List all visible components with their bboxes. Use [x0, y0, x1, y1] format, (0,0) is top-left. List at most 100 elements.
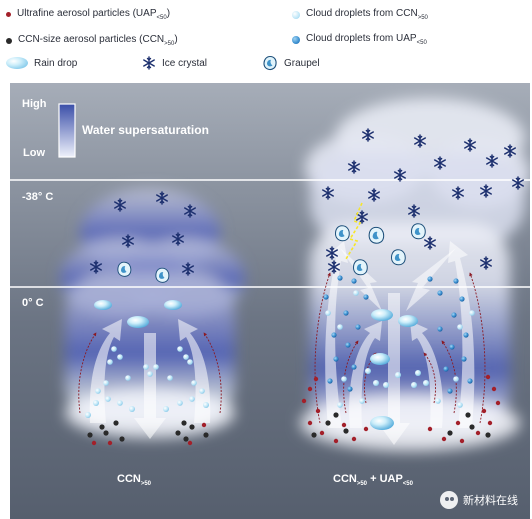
ice-crystal — [172, 232, 184, 246]
uap-particle — [441, 436, 447, 442]
right-caption-sub2: <50 — [402, 481, 413, 487]
aerosol-track — [343, 340, 359, 414]
uap-droplet — [461, 356, 467, 362]
scale-high-label: High — [22, 98, 47, 110]
legend-ccn-sub: >50 — [164, 41, 175, 47]
uap-droplet — [331, 332, 337, 338]
left-caption: CCN>50 — [117, 473, 151, 487]
uap-particle — [487, 420, 493, 426]
uap-droplet — [333, 356, 339, 362]
ice-crystal — [368, 188, 380, 202]
uap-droplet — [437, 326, 443, 332]
legend-uap-close: ) — [166, 8, 171, 19]
downdraft-arrow — [134, 333, 166, 439]
uap-particle — [301, 398, 307, 404]
ccn-particle — [465, 412, 471, 418]
ccn-particle-icon — [6, 37, 12, 44]
rain-drop — [127, 316, 149, 328]
uap-particle — [107, 440, 113, 446]
ccn-particle — [343, 428, 349, 434]
ccn-droplet — [395, 372, 401, 378]
aerosol-track — [78, 332, 97, 414]
aerosol-track — [364, 352, 377, 404]
diagram-canvas — [10, 83, 530, 519]
right-caption-plus: + UAP — [367, 473, 403, 485]
uap-droplet — [351, 278, 357, 284]
legend-uap: Ultrafine aerosol particles (UAP<50) — [6, 8, 170, 21]
uap-particle — [459, 438, 465, 444]
uap-particle — [319, 430, 325, 436]
right-caption-sub1: >50 — [356, 481, 368, 487]
legend-drop-ccn: Cloud droplets from CCN>50 — [292, 8, 428, 21]
uap-droplet — [451, 312, 457, 318]
graupel — [155, 267, 170, 283]
ccn-droplet — [125, 375, 131, 381]
legend-drop-uap-sub: <50 — [416, 40, 427, 46]
ccn-droplet — [183, 354, 189, 360]
ccn-droplet — [107, 359, 113, 365]
uap-particle — [351, 436, 357, 442]
uap-particle — [427, 426, 433, 432]
right-caption: CCN>50 + UAP<50 — [333, 473, 413, 487]
ccn-droplet — [111, 346, 117, 352]
graupel — [353, 259, 368, 276]
legend-rain-label: Rain drop — [34, 57, 78, 69]
ccn-droplet — [457, 402, 463, 408]
uap-particle — [495, 400, 501, 406]
downdraft-arrow — [378, 293, 410, 445]
rain-drop — [371, 309, 393, 321]
legend-drop-uap-label: Cloud droplets from UAP — [306, 33, 417, 44]
uap-particle — [307, 420, 313, 426]
ccn-particle — [103, 430, 109, 436]
ice-crystal — [362, 128, 374, 142]
ccn-droplet — [469, 310, 475, 316]
ccn-droplet — [383, 382, 389, 388]
uap-droplet — [343, 310, 349, 316]
scale-low-label: Low — [23, 147, 45, 159]
uap-droplet — [453, 278, 459, 284]
ccn-droplet — [177, 400, 183, 406]
ccn-droplet — [93, 400, 99, 406]
ice-crystal — [182, 262, 194, 276]
ice-crystal — [452, 186, 464, 200]
uap-particle — [491, 386, 497, 392]
ccn-droplet — [191, 380, 197, 386]
cloud-diagram: High Low Water supersaturation -38° C 0°… — [10, 83, 530, 519]
ccn-particle — [181, 420, 187, 426]
legend-ccn-close: ) — [174, 34, 178, 45]
ccn-droplet — [411, 382, 417, 388]
uap-particle — [481, 408, 487, 414]
rain-drop — [370, 353, 390, 365]
aerosol-track — [423, 352, 436, 404]
ccn-droplet — [85, 412, 91, 418]
legend-ice-label: Ice crystal — [162, 57, 208, 69]
ice-crystal — [424, 236, 436, 250]
uap-droplet — [347, 386, 353, 392]
ccn-droplet — [187, 359, 193, 365]
ccn-particle — [203, 432, 209, 438]
uap-particle — [91, 440, 97, 446]
ice-crystal — [90, 260, 102, 274]
ccn-particle — [447, 430, 453, 436]
ccn-droplet-icon — [292, 10, 300, 19]
ccn-droplet — [177, 346, 183, 352]
legend-ice: Ice crystal — [142, 56, 207, 70]
scale-title: Water supersaturation — [82, 123, 209, 137]
uap-droplet — [467, 378, 473, 384]
uap-particle — [187, 440, 193, 446]
ccn-particle — [311, 432, 317, 438]
legend-uap-label: Ultrafine aerosol particles (UAP — [17, 8, 157, 19]
rain-drop-icon — [6, 57, 28, 69]
uap-particle — [315, 408, 321, 414]
aerosol-track — [314, 272, 331, 424]
ccn-droplet — [359, 398, 365, 404]
ccn-particle — [469, 424, 475, 430]
ice-crystal — [512, 176, 524, 190]
rain-drop — [94, 300, 112, 310]
uap-droplet — [427, 276, 433, 282]
particle-paths — [78, 272, 486, 424]
uap-droplet — [351, 364, 357, 370]
uap-particle — [313, 376, 319, 382]
downdraft-arrow — [406, 248, 456, 311]
supersaturation-scale — [58, 103, 76, 158]
